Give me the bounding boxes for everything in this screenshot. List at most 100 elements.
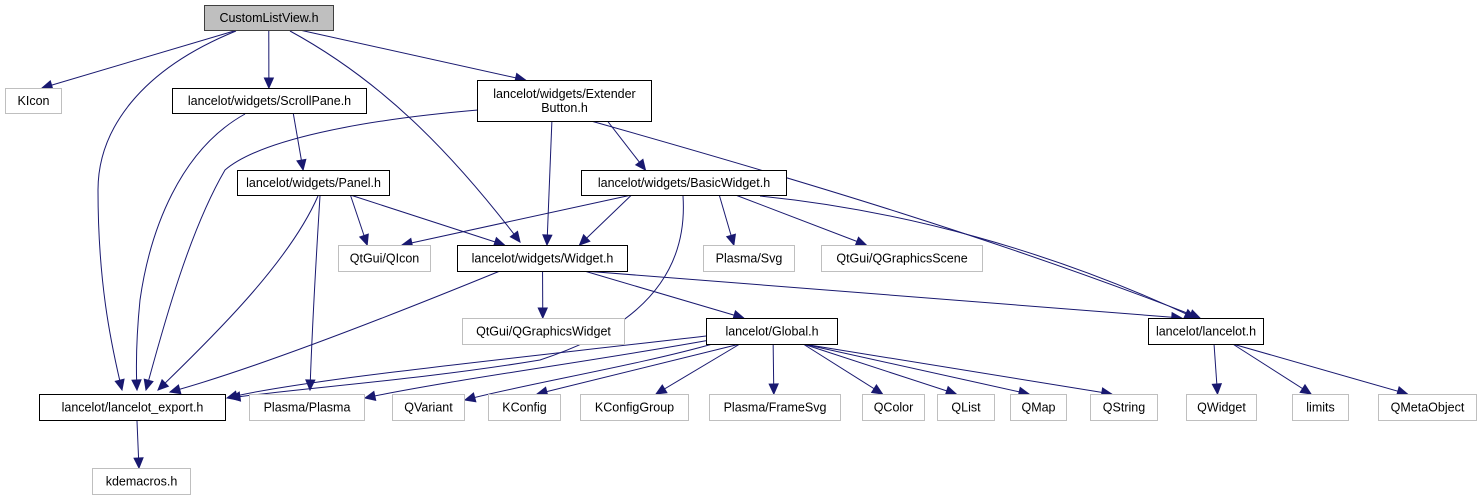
edge-line bbox=[546, 120, 553, 246]
node-label: lancelot/widgets/BasicWidget.h bbox=[598, 176, 770, 190]
edge-line bbox=[802, 343, 957, 395]
edge-global-to-qmap bbox=[803, 343, 1031, 397]
node-box bbox=[937, 394, 995, 421]
edge-root-to-export bbox=[97, 30, 237, 392]
node-label: KConfigGroup bbox=[595, 401, 674, 415]
arrowhead-icon bbox=[578, 233, 591, 246]
edge-global-to-kconfiggroup bbox=[654, 343, 741, 395]
node-label: CustomListView.h bbox=[219, 11, 318, 25]
node-label: QString bbox=[1103, 401, 1145, 415]
arrowhead-icon bbox=[358, 233, 369, 247]
arrowhead-icon bbox=[1211, 383, 1223, 396]
arrowhead-icon bbox=[114, 378, 125, 392]
edge-root-to-scrollpane bbox=[263, 29, 275, 90]
node-kconfiggroup: KConfigGroup bbox=[580, 394, 689, 421]
node-panel[interactable]: lancelot/widgets/Panel.h bbox=[237, 170, 390, 196]
node-scrollpane[interactable]: lancelot/widgets/ScrollPane.h bbox=[172, 88, 367, 114]
node-widget[interactable]: lancelot/widgets/Widget.h bbox=[457, 245, 628, 272]
node-box bbox=[580, 394, 689, 421]
edge-extender-to-basicwidget bbox=[607, 120, 647, 171]
arrowhead-icon bbox=[296, 158, 307, 172]
arrowhead-icon bbox=[225, 390, 239, 401]
edge-global-to-qcolor bbox=[802, 343, 884, 395]
arrowhead-icon bbox=[131, 379, 142, 392]
arrowhead-icon bbox=[492, 236, 506, 247]
edge-line bbox=[579, 194, 632, 246]
node-label: QMetaObject bbox=[1391, 401, 1465, 415]
node-label: lancelot/lancelot.h bbox=[1156, 325, 1256, 339]
node-qcolor: QColor bbox=[862, 394, 925, 421]
node-box bbox=[709, 394, 841, 421]
edge-extender-to-widget bbox=[542, 120, 553, 247]
node-root[interactable]: CustomListView.h bbox=[204, 5, 334, 31]
edge-scrollpane-to-export bbox=[131, 113, 246, 392]
node-box bbox=[821, 245, 983, 272]
edge-line bbox=[364, 339, 711, 399]
arrowhead-icon bbox=[542, 234, 553, 247]
node-kicon: KIcon bbox=[5, 88, 62, 114]
arrowhead-icon bbox=[363, 390, 377, 401]
node-framesvg: Plasma/FrameSvg bbox=[709, 394, 841, 421]
edge-basicwidget-to-widget bbox=[578, 194, 632, 246]
edge-line bbox=[41, 29, 238, 89]
edge-lancelot-to-qwidget bbox=[1211, 343, 1223, 396]
node-label: QWidget bbox=[1197, 401, 1246, 415]
node-label: QtGui/QGraphicsWidget bbox=[476, 325, 611, 339]
edge-export-to-kdemacros bbox=[133, 419, 144, 470]
edge-extender-to-export bbox=[143, 109, 479, 392]
edge-line bbox=[735, 194, 867, 246]
node-qwidget: QWidget bbox=[1186, 394, 1257, 421]
arrowhead-icon bbox=[537, 307, 548, 320]
node-box bbox=[1148, 318, 1264, 345]
node-qmap: QMap bbox=[1010, 394, 1067, 421]
node-lancelot[interactable]: lancelot/lancelot.h bbox=[1148, 318, 1264, 345]
node-box bbox=[862, 394, 925, 421]
node-box bbox=[477, 80, 652, 122]
arrowhead-icon bbox=[133, 457, 144, 470]
node-label: lancelot/widgets/Widget.h bbox=[472, 252, 614, 266]
arrowhead-icon bbox=[263, 77, 275, 90]
edge-line bbox=[584, 270, 744, 319]
node-box bbox=[92, 468, 191, 495]
node-box bbox=[581, 170, 787, 196]
arrowhead-icon bbox=[1183, 308, 1197, 319]
edge-global-to-export bbox=[225, 335, 707, 401]
node-label: KConfig bbox=[502, 401, 547, 415]
edge-basicwidget-to-qgscene bbox=[735, 194, 868, 247]
node-label: QtGui/QGraphicsScene bbox=[836, 252, 967, 266]
node-global[interactable]: lancelot/Global.h bbox=[706, 318, 838, 345]
node-label: QList bbox=[951, 401, 981, 415]
node-basicwidget[interactable]: lancelot/widgets/BasicWidget.h bbox=[581, 170, 787, 196]
node-box bbox=[706, 318, 838, 345]
node-qstring: QString bbox=[1090, 394, 1158, 421]
node-box bbox=[1186, 394, 1257, 421]
edge-line bbox=[536, 343, 740, 395]
edge-widget-to-lancelot bbox=[584, 270, 1183, 323]
edge-line bbox=[655, 343, 741, 395]
node-label: kdemacros.h bbox=[106, 475, 178, 489]
edge-line bbox=[169, 270, 501, 393]
edge-panel-to-qicon bbox=[349, 194, 369, 247]
arrowhead-icon bbox=[634, 158, 647, 171]
arrowhead-icon bbox=[143, 378, 154, 392]
edge-line bbox=[803, 343, 1112, 395]
edge-panel-to-widget bbox=[350, 194, 506, 247]
edge-root-to-kicon bbox=[40, 29, 238, 91]
edge-line bbox=[1232, 343, 1312, 395]
node-label: lancelot/widgets/ScrollPane.h bbox=[188, 94, 351, 108]
edge-line bbox=[802, 343, 883, 395]
node-export[interactable]: lancelot/lancelot_export.h bbox=[39, 394, 226, 421]
edge-line bbox=[759, 195, 1196, 319]
edge-line bbox=[1232, 343, 1408, 395]
node-box bbox=[1292, 394, 1349, 421]
node-label: Plasma/Svg bbox=[716, 252, 783, 266]
node-limits: limits bbox=[1292, 394, 1349, 421]
arrowhead-icon bbox=[870, 383, 884, 395]
node-box bbox=[488, 394, 561, 421]
edges-layer bbox=[40, 29, 1409, 470]
node-qmetaobject: QMetaObject bbox=[1378, 394, 1477, 421]
node-kdemacros: kdemacros.h bbox=[92, 468, 191, 495]
node-box bbox=[237, 170, 390, 196]
edge-line bbox=[464, 342, 717, 401]
